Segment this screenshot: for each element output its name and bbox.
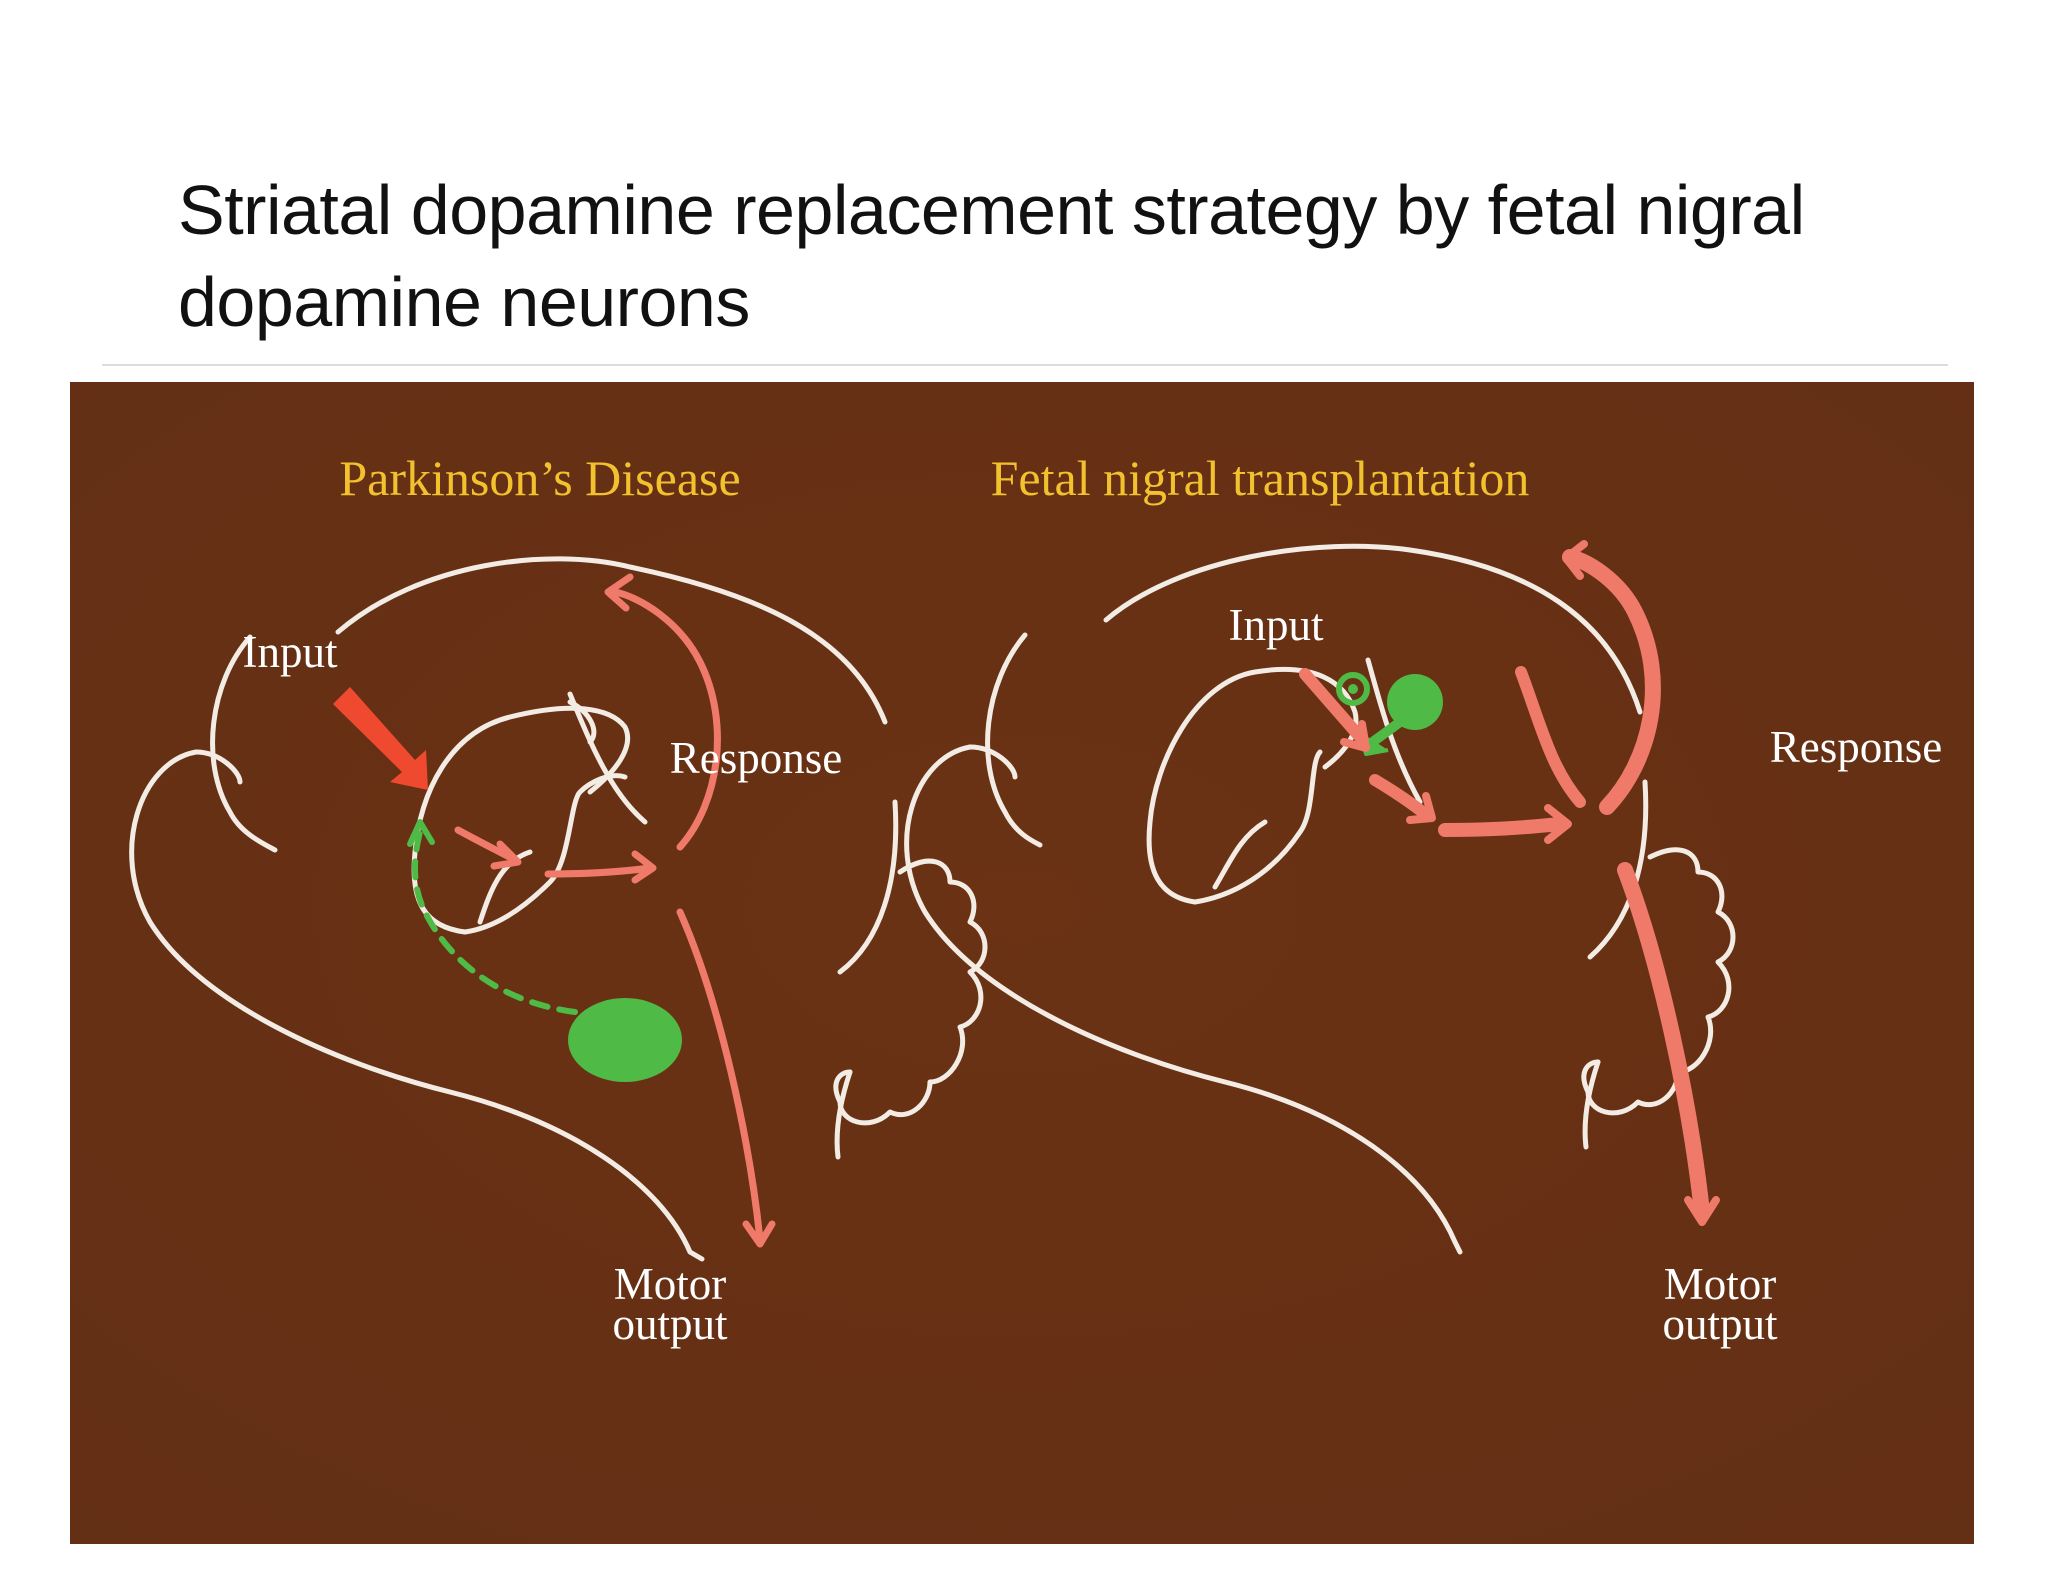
frontal-inner-arc xyxy=(985,632,1043,848)
thalamus-spur xyxy=(477,849,533,925)
fetal-graft-cell xyxy=(1387,674,1443,730)
brainstem-back xyxy=(834,1069,853,1160)
motor-output-path-transplantation xyxy=(1617,862,1710,1220)
label-response-transplantation: Response xyxy=(1770,722,1943,772)
label-motor-parkinsons: Motor xyxy=(614,1259,727,1309)
cerebellum-folds xyxy=(1581,847,1736,1116)
label-output-transplantation: output xyxy=(1662,1299,1778,1349)
graft-dopamine-arrow xyxy=(1365,717,1405,749)
striatum-inner xyxy=(1192,749,1323,905)
cortex-arc xyxy=(1103,543,1643,715)
brainstem-back xyxy=(1582,1059,1601,1150)
label-input-transplantation: Input xyxy=(1229,600,1324,650)
path-arrow-2 xyxy=(1438,817,1567,837)
cortex-arc xyxy=(335,556,888,725)
brain-outline-transplantation xyxy=(904,543,1736,1255)
basal-ganglia-pathway-parkinsons xyxy=(454,573,776,1248)
path-arrowhead-1 xyxy=(490,840,522,870)
striatum-outline xyxy=(1146,666,1359,905)
frontal-inner-arc xyxy=(210,634,278,853)
substantia-nigra-parkinsons xyxy=(568,998,682,1082)
dopamine-pathway-dashed xyxy=(412,829,578,1015)
panel-parkinsons: Parkinson’s Disease xyxy=(129,450,988,1349)
path-arrowhead-2 xyxy=(631,850,657,884)
pallidum-output-arc xyxy=(1515,666,1586,808)
response-arc-transplantation xyxy=(1562,549,1661,815)
frontal-loop-cap xyxy=(193,749,243,785)
brainstem-outer-curve xyxy=(904,744,1463,1255)
pallidum-arc xyxy=(567,691,648,825)
brainstem-outer-curve xyxy=(129,749,705,1262)
frontal-loop-cap xyxy=(967,744,1018,780)
striatum-inner xyxy=(462,773,628,935)
input-arrow-transplantation xyxy=(1299,668,1366,743)
motor-output-arrowhead xyxy=(1684,1196,1720,1226)
panel-title-parkinsons: Parkinson’s Disease xyxy=(339,450,740,506)
path-arrow-2 xyxy=(544,864,654,878)
title-divider xyxy=(102,364,1948,366)
graft-small-cell-core xyxy=(1348,684,1358,694)
brain-diagram-figure: Parkinson’s Disease xyxy=(70,382,1974,1544)
label-response-parkinsons: Response xyxy=(670,733,843,783)
response-arc-parkinsons xyxy=(611,588,721,851)
label-motor-transplantation: Motor xyxy=(1664,1259,1777,1309)
brain-outline-parkinsons xyxy=(129,556,988,1262)
input-arrow-parkinsons xyxy=(333,687,428,790)
panel-title-transplantation: Fetal nigral transplantation xyxy=(991,450,1530,506)
panel-transplantation: Fetal nigral transplantation xyxy=(904,450,1943,1349)
input-arrowhead-transplantation xyxy=(1340,720,1370,752)
basal-ganglia-pathway-transplantation xyxy=(1299,540,1720,1226)
response-arc-arrowhead xyxy=(1562,540,1588,580)
figure-background xyxy=(70,382,1974,1544)
path-arrowhead-1 xyxy=(1406,792,1436,824)
label-input-parkinsons: Input xyxy=(243,627,338,677)
path-arrowhead-2 xyxy=(1544,804,1572,844)
thalamus-spur xyxy=(1212,819,1268,890)
cerebellum-front xyxy=(837,799,899,975)
dopamine-arrowhead-left xyxy=(407,819,435,847)
label-output-parkinsons: output xyxy=(612,1299,728,1349)
path-arrow-1 xyxy=(1369,774,1431,820)
motor-output-path-parkinsons xyxy=(676,908,764,1244)
cerebellum-folds xyxy=(833,858,988,1126)
slide-title: Striatal dopamine replacement strategy b… xyxy=(178,171,1805,341)
response-arc-arrowhead xyxy=(604,573,634,612)
brain-diagram-svg: Parkinson’s Disease xyxy=(70,382,1974,1544)
striatum-outline xyxy=(411,705,631,935)
motor-output-arrowhead xyxy=(742,1220,776,1248)
graft-small-cell xyxy=(1336,672,1370,706)
